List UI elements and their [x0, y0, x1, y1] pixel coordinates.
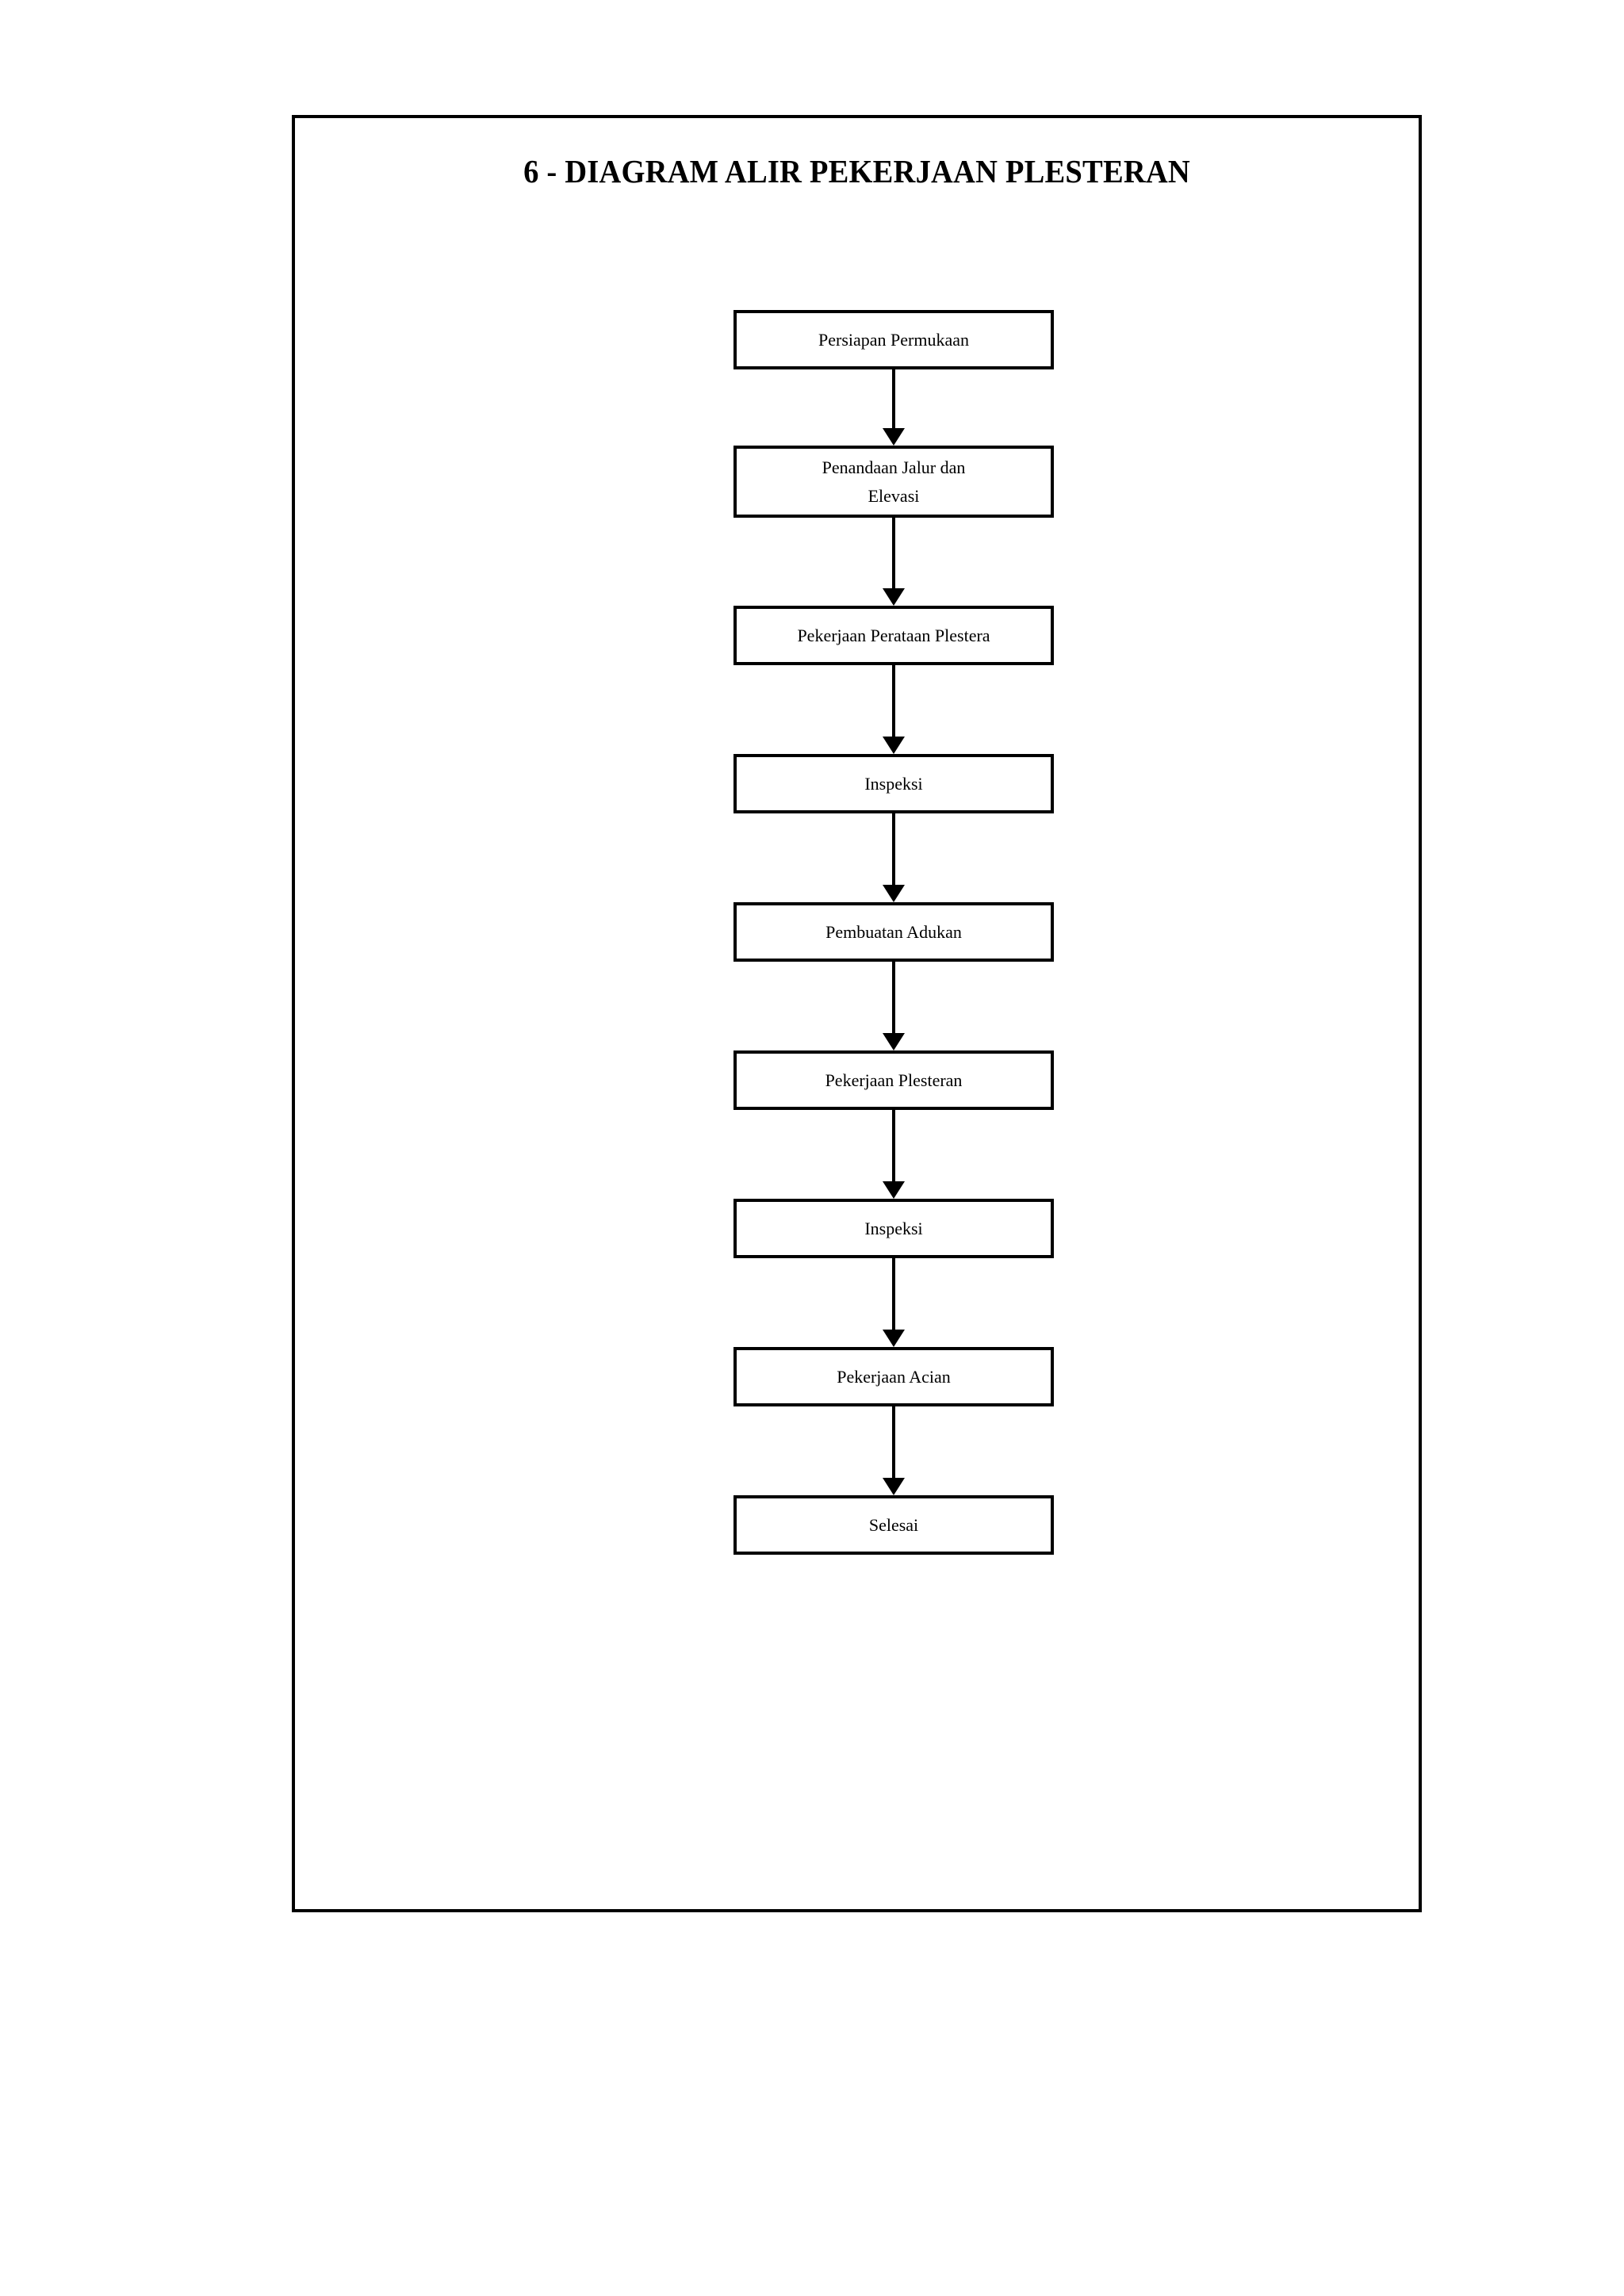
- flow-node-inspeksi-2: Inspeksi: [733, 1199, 1054, 1258]
- flow-node-penandaan-jalur-dan-elevasi: Penandaan Jalur dan Elevasi: [733, 446, 1054, 518]
- flow-arrow-7-to-8: [733, 1258, 1054, 1347]
- flow-arrow-3-to-4: [733, 665, 1054, 754]
- flow-node-persiapan-permukaan: Persiapan Permukaan: [733, 310, 1054, 369]
- arrow-shaft: [892, 962, 895, 1035]
- flow-node-label: Inspeksi: [864, 1218, 923, 1238]
- arrow-shaft: [892, 1110, 895, 1183]
- flow-node-inspeksi-1: Inspeksi: [733, 754, 1054, 813]
- flow-node-selesai: Selesai: [733, 1495, 1054, 1555]
- arrow-head-icon: [883, 1330, 905, 1347]
- flow-arrow-2-to-3: [733, 518, 1054, 606]
- flow-arrow-4-to-5: [733, 813, 1054, 902]
- page-sheet: 6 - DIAGRAM ALIR PEKERJAAN PLESTERAN Per…: [292, 115, 1422, 1912]
- flow-node-label: Persiapan Permukaan: [818, 329, 969, 350]
- flow-arrow-5-to-6: [733, 962, 1054, 1050]
- arrow-head-icon: [883, 1033, 905, 1050]
- flow-node-label: Pembuatan Adukan: [825, 921, 962, 942]
- arrow-shaft: [892, 813, 895, 886]
- arrow-head-icon: [883, 428, 905, 446]
- flow-arrow-1-to-2: [733, 369, 1054, 446]
- flow-node-label: Inspeksi: [864, 773, 923, 794]
- flow-node-pekerjaan-plesteran: Pekerjaan Plesteran: [733, 1050, 1054, 1110]
- flow-node-pekerjaan-perataan-plestera: Pekerjaan Perataan Plestera: [733, 606, 1054, 665]
- flow-node-pembuatan-adukan: Pembuatan Adukan: [733, 902, 1054, 962]
- flow-node-label: Pekerjaan Acian: [837, 1366, 951, 1387]
- arrow-shaft: [892, 665, 895, 738]
- arrow-shaft: [892, 1406, 895, 1479]
- flow-node-pekerjaan-acian: Pekerjaan Acian: [733, 1347, 1054, 1406]
- flow-arrow-6-to-7: [733, 1110, 1054, 1199]
- flow-node-label: Pekerjaan Plesteran: [825, 1070, 963, 1090]
- flow-arrow-8-to-9: [733, 1406, 1054, 1495]
- flow-node-label: Pekerjaan Perataan Plestera: [797, 625, 990, 645]
- arrow-head-icon: [883, 1181, 905, 1199]
- arrow-shaft: [892, 1258, 895, 1331]
- arrow-head-icon: [883, 588, 905, 606]
- flowchart: Persiapan Permukaan Penandaan Jalur dan …: [733, 310, 1054, 1555]
- arrow-head-icon: [883, 737, 905, 754]
- arrow-shaft: [892, 518, 895, 590]
- arrow-shaft: [892, 369, 895, 430]
- flow-node-label: Selesai: [868, 1514, 919, 1535]
- page-title: 6 - DIAGRAM ALIR PEKERJAAN PLESTERAN: [523, 153, 1190, 189]
- arrow-head-icon: [883, 1478, 905, 1495]
- arrow-head-icon: [883, 885, 905, 902]
- flow-node-label: Penandaan Jalur dan Elevasi: [822, 457, 966, 506]
